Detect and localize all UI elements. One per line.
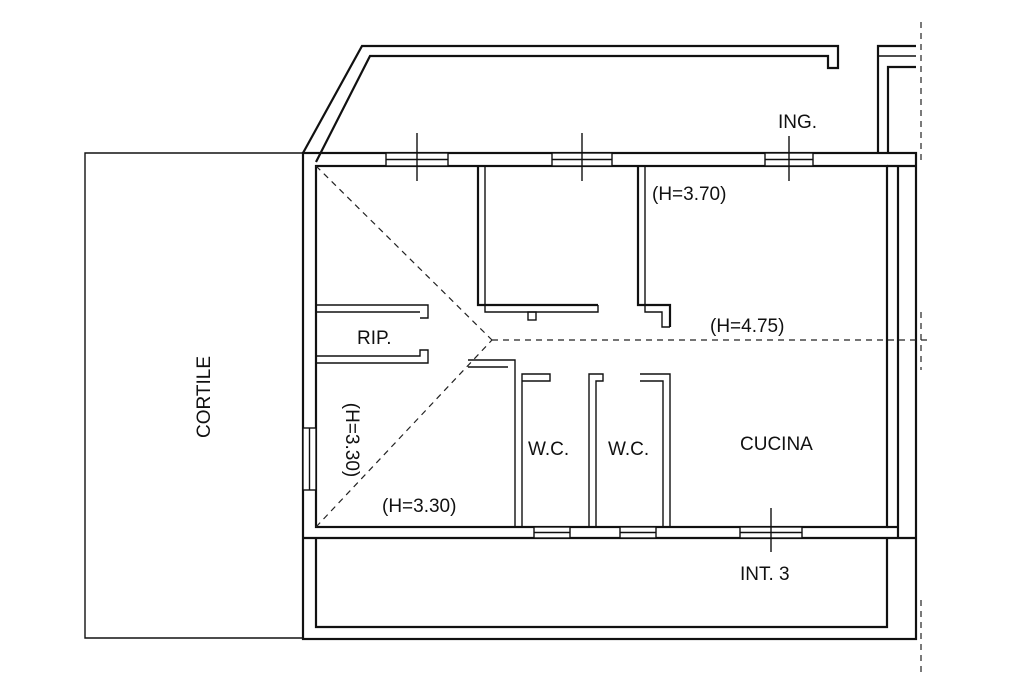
windows [302, 133, 814, 552]
label-wc-2: W.C. [608, 439, 649, 460]
label-wc-1: W.C. [528, 439, 569, 460]
courtyard [84, 152, 303, 639]
label-height-west: (H=3.30) [341, 403, 362, 477]
label-courtyard: CORTILE [194, 356, 215, 438]
roof-lines [315, 165, 930, 528]
label-kitchen: CUCINA [740, 434, 813, 455]
label-storage: RIP. [357, 328, 392, 349]
roof-canopy [302, 44, 840, 163]
interior-walls [316, 166, 672, 527]
label-height-north: (H=3.70) [652, 184, 726, 205]
label-height-ridge: (H=4.75) [710, 316, 784, 337]
label-height-south-west: (H=3.30) [382, 496, 456, 517]
label-unit: INT. 3 [740, 564, 790, 585]
outer-walls [301, 151, 918, 641]
entrance-column [876, 44, 916, 153]
label-entrance: ING. [778, 112, 817, 133]
